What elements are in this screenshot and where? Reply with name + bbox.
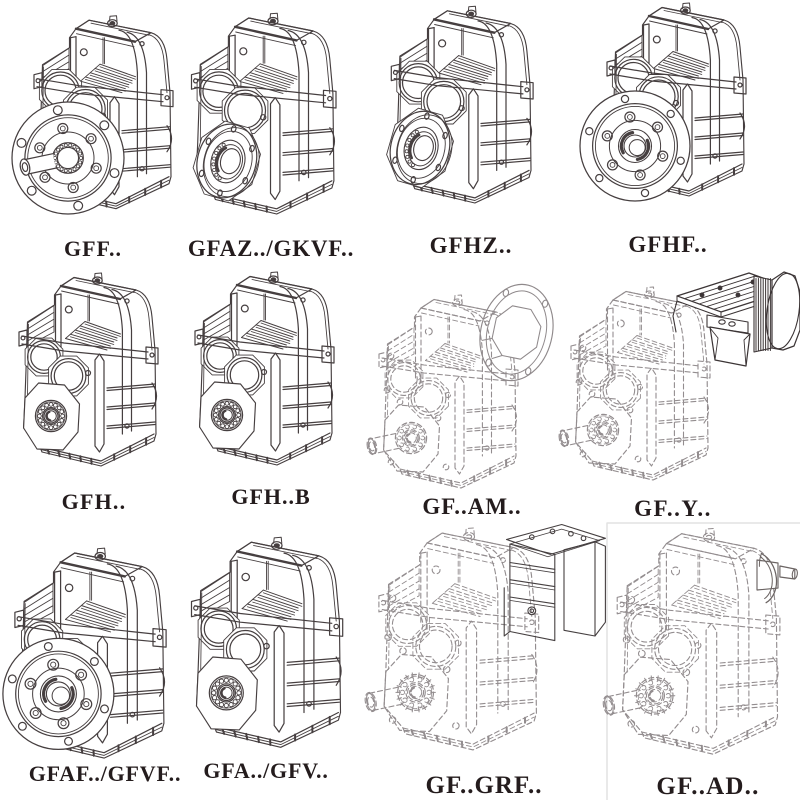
svg-text:GFH..: GFH.. — [62, 489, 127, 514]
svg-text:GFH..B: GFH..B — [231, 484, 310, 509]
svg-text:GF..Y..: GF..Y.. — [634, 496, 712, 521]
svg-text:GF..AD..: GF..AD.. — [656, 773, 759, 800]
svg-text:GFHF..: GFHF.. — [628, 232, 707, 257]
svg-text:GFAF../GFVF..: GFAF../GFVF.. — [29, 761, 182, 786]
svg-text:GF..GRF..: GF..GRF.. — [426, 772, 543, 799]
svg-text:GF..AM..: GF..AM.. — [422, 494, 521, 519]
svg-text:GFHZ..: GFHZ.. — [430, 233, 513, 258]
svg-text:GFAZ../GKVF..: GFAZ../GKVF.. — [188, 236, 354, 261]
svg-text:GFF..: GFF.. — [64, 236, 122, 261]
svg-text:GFA../GFV..: GFA../GFV.. — [203, 758, 328, 783]
